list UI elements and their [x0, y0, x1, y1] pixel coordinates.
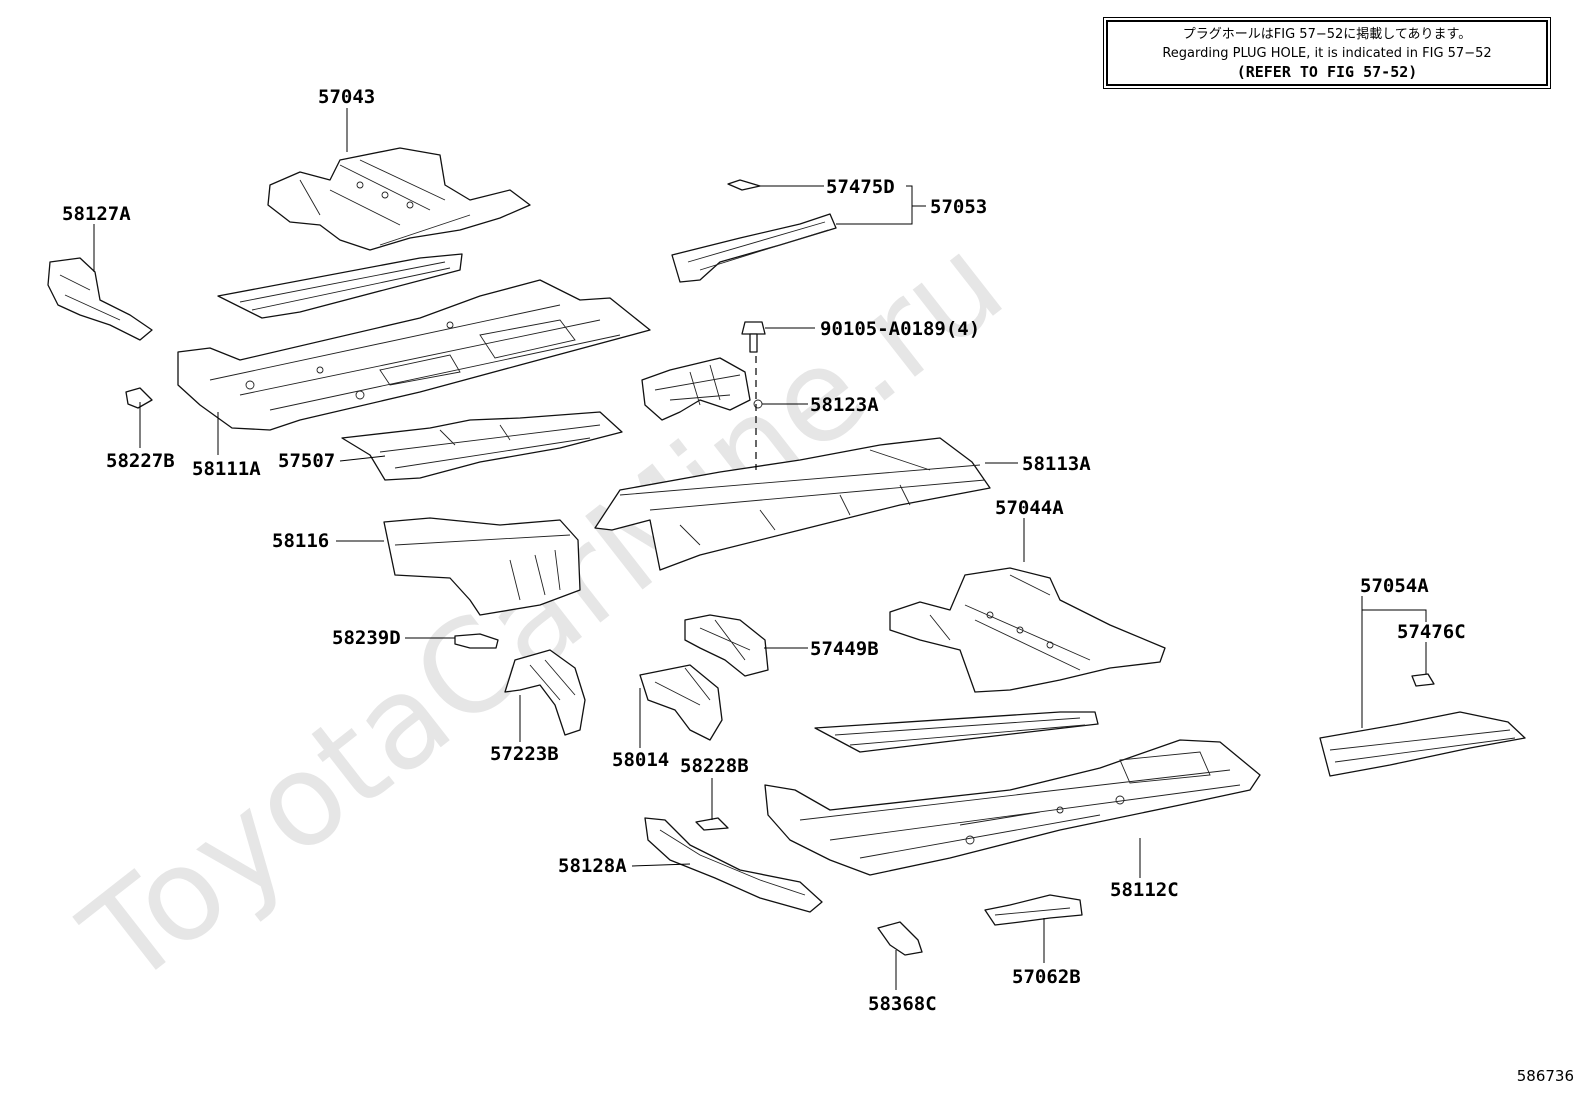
label-57053[interactable]: 57053 — [930, 196, 987, 218]
part-58014-shape[interactable] — [639, 664, 723, 741]
label-58113A[interactable]: 58113A — [1022, 453, 1091, 475]
label-90105-A0189[interactable]: 90105-A0189(4) — [820, 318, 980, 340]
part-57062B-shape[interactable] — [984, 894, 1083, 926]
part-57475D-shape[interactable] — [727, 179, 761, 191]
part-58113A-shape[interactable] — [594, 437, 991, 571]
part-58127A-shape[interactable] — [47, 257, 153, 341]
label-57475D[interactable]: 57475D — [826, 176, 895, 198]
note-english: Regarding PLUG HOLE, it is indicated in … — [1162, 46, 1492, 61]
label-58116[interactable]: 58116 — [272, 530, 329, 552]
label-57043[interactable]: 57043 — [318, 86, 375, 108]
part-57053-shape[interactable] — [671, 213, 837, 283]
part-57044A-shape[interactable] — [889, 567, 1166, 693]
figure-number: 586736 — [1516, 1067, 1574, 1085]
label-57054A[interactable]: 57054A — [1360, 575, 1429, 597]
part-58368C-shape[interactable] — [877, 921, 923, 956]
label-57044A[interactable]: 57044A — [995, 497, 1064, 519]
label-58368C[interactable]: 58368C — [868, 993, 937, 1015]
part-57476C-shape[interactable] — [1411, 673, 1435, 687]
label-57476C[interactable]: 57476C — [1397, 621, 1466, 643]
part-rear-rail-shape[interactable] — [814, 711, 1099, 753]
label-58227B[interactable]: 58227B — [106, 450, 175, 472]
part-58228B-shape[interactable] — [695, 817, 729, 831]
part-58239D-shape[interactable] — [454, 633, 499, 649]
part-58111A-shape[interactable] — [177, 279, 651, 431]
part-58116-shape[interactable] — [383, 517, 581, 616]
part-58123A-shape[interactable] — [641, 357, 763, 421]
label-58014[interactable]: 58014 — [612, 749, 669, 771]
part-labels: 57043 58127A 58227B 58111A 57507 58116 5… — [62, 86, 1466, 1015]
label-57223B[interactable]: 57223B — [490, 743, 559, 765]
label-58128A[interactable]: 58128A — [558, 855, 627, 877]
label-58123A[interactable]: 58123A — [810, 394, 879, 416]
part-58128A-shape[interactable] — [644, 817, 823, 913]
part-57054A-shape[interactable] — [1319, 711, 1526, 777]
label-57062B[interactable]: 57062B — [1012, 966, 1081, 988]
part-57043-shape[interactable] — [267, 147, 531, 251]
label-57507[interactable]: 57507 — [278, 450, 335, 472]
part-58227B-shape[interactable] — [125, 387, 153, 409]
part-58112C-shape[interactable] — [764, 739, 1261, 876]
label-58112C[interactable]: 58112C — [1110, 879, 1179, 901]
part-57449B-shape[interactable] — [684, 614, 769, 677]
note-japanese: プラグホールはFIG 57−52に掲載してあります。 — [1182, 27, 1472, 42]
label-58111A[interactable]: 58111A — [192, 458, 261, 480]
label-58228B[interactable]: 58228B — [680, 755, 749, 777]
label-58239D[interactable]: 58239D — [332, 627, 401, 649]
label-57449B[interactable]: 57449B — [810, 638, 879, 660]
note-reference-link[interactable]: (REFER TO FIG 57-52) — [1236, 63, 1418, 81]
part-57507-shape[interactable] — [341, 411, 623, 481]
label-58127A[interactable]: 58127A — [62, 203, 131, 225]
part-57223B-shape[interactable] — [504, 649, 586, 736]
plug-hole-note: プラグホールはFIG 57−52に掲載してあります。 Regarding PLU… — [1106, 20, 1548, 86]
bolt-90105-shape[interactable] — [741, 321, 766, 353]
part-front-rail-shape[interactable] — [217, 253, 463, 319]
leader-lines — [93, 108, 1427, 990]
